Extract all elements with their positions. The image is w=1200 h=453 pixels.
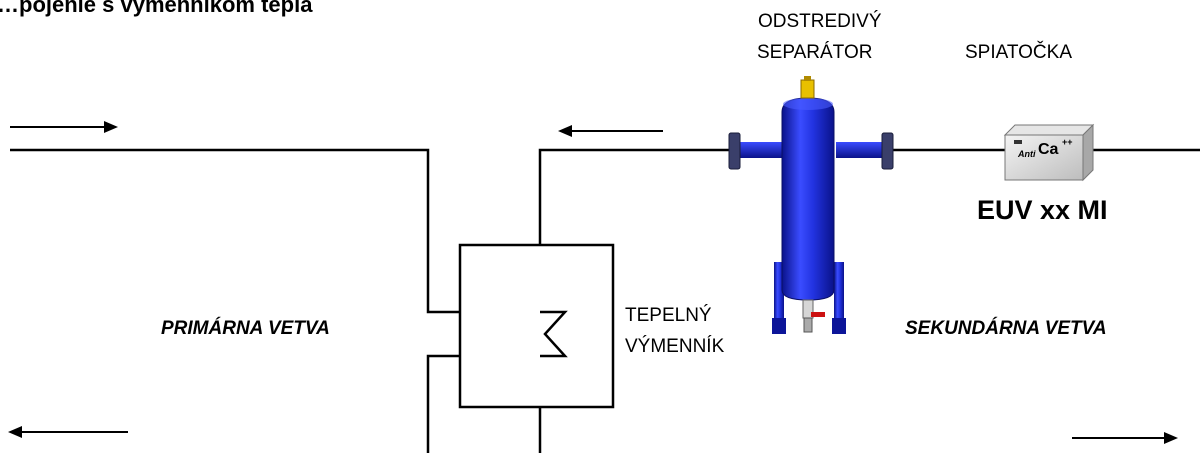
exchanger-label-line2: VÝMENNÍK	[625, 336, 725, 357]
euv-device	[1003, 123, 1095, 182]
secondary-supply-pipe	[538, 148, 732, 245]
exchanger-body	[458, 243, 615, 409]
secondary-branch-label: SEKUNDÁRNA VETVA	[905, 318, 1107, 339]
centrifugal-separator	[728, 76, 894, 334]
separator-label-line2: SEPARÁTOR	[757, 42, 873, 63]
arrow-left-icon	[558, 125, 663, 137]
primary-branch-label: PRIMÁRNA VETVA	[161, 318, 330, 339]
separator-label-line1: ODSTREDIVÝ	[758, 11, 882, 32]
device-badge-anti: Anti	[1018, 149, 1036, 159]
flow-arrows	[8, 121, 1178, 444]
page-header-fragment: …pojenie s výmenníkom tepla	[0, 0, 313, 17]
separator-foot-left	[772, 318, 786, 334]
exchanger-label-line1: TEPELNÝ	[625, 305, 712, 326]
separator-foot-right	[832, 318, 846, 334]
air-vent-valve	[800, 79, 815, 99]
separator-vessel	[781, 97, 835, 301]
arrow-right-icon	[1072, 432, 1178, 444]
separator-right-stub	[836, 142, 882, 158]
separator-left-stub	[740, 142, 782, 158]
arrow-right-icon	[10, 121, 118, 133]
arrow-left-icon	[8, 426, 128, 438]
device-model-label: EUV xx MI	[977, 195, 1108, 225]
separator-leg-left	[774, 262, 784, 332]
drain-valve	[811, 312, 825, 317]
secondary-pipes	[538, 148, 1200, 453]
separator-right-flange	[881, 132, 894, 170]
separator-left-flange	[728, 132, 741, 170]
return-pipe-label: SPIATOČKA	[965, 42, 1072, 63]
separator-leg-right	[834, 262, 844, 332]
exchanger-coil	[540, 310, 568, 358]
device-badge-ca: Ca	[1038, 141, 1059, 158]
heat-exchanger	[458, 243, 615, 409]
device-badge-charge: ++	[1062, 137, 1073, 147]
